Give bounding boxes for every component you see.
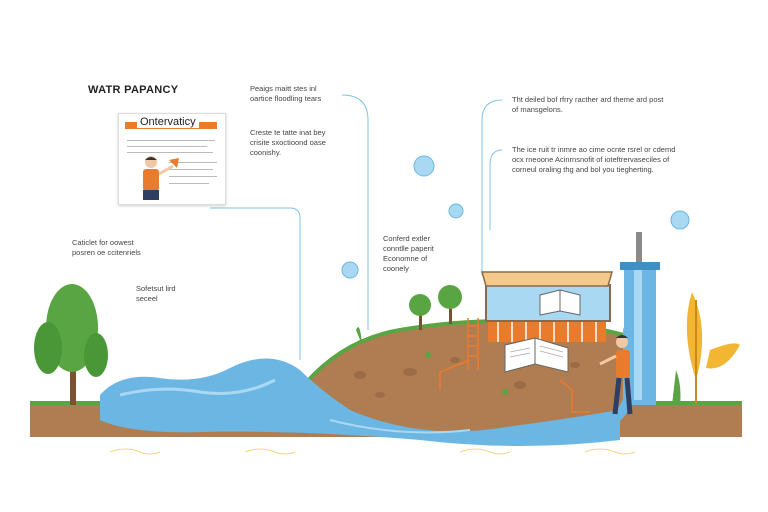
leader-line-top (341, 94, 369, 330)
tree-left (34, 284, 108, 405)
document-card: Ontervaticy (118, 113, 226, 205)
open-book-icon (504, 337, 569, 373)
document-line (169, 162, 217, 163)
person-figure (599, 335, 633, 415)
tree-small-1 (409, 294, 431, 330)
water-wave (100, 358, 620, 446)
leader-lines (210, 94, 503, 360)
book-icon (539, 289, 581, 316)
document-line (169, 183, 209, 184)
leader-line-right (481, 99, 503, 275)
wave-highlight (119, 378, 276, 397)
document-line (169, 169, 213, 170)
note-mid-center: Creste te tatte inat bey crisite sxoctio… (250, 128, 326, 157)
note-top-center: Peaigs maitt stes inl oartice floodling … (250, 84, 322, 103)
document-heading: Ontervaticy (137, 116, 199, 128)
tree-right-yellow (686, 292, 740, 404)
wave-highlight-2 (329, 419, 471, 434)
tower-antenna (636, 232, 642, 262)
building-awning (488, 322, 606, 342)
water-bubbles (341, 155, 690, 279)
document-line (127, 140, 215, 141)
note-left-1: Caticlet for oowest posren oe ccitenriel… (72, 238, 141, 257)
soil-pebbles (354, 357, 580, 398)
tree-small-2 (438, 285, 462, 324)
document-line (127, 146, 207, 147)
leader-line-doc (210, 207, 301, 360)
building-roof (481, 271, 613, 287)
document-line (127, 152, 213, 153)
grass-sprouts (356, 327, 681, 405)
ground-ripples (109, 448, 636, 455)
note-left-2: Sofetsut lird seceel (136, 284, 176, 303)
orange-pipes (439, 359, 590, 413)
leader-line-right-2 (489, 149, 503, 230)
note-center-low: Conferd extler conntlle paperit Economne… (383, 234, 434, 273)
document-line (169, 176, 217, 177)
tower-cap (620, 262, 660, 270)
note-right-2: The ice ruit tr inmre ao cime ocnte rsre… (512, 145, 676, 174)
awning-stripes (497, 322, 597, 342)
note-right-1: Tht deiled bof rfrry racther ard theme a… (512, 95, 664, 114)
tower-highlight (634, 270, 642, 400)
presenter-icon (143, 156, 179, 200)
page-title: WATR PAPANCY (88, 84, 179, 96)
